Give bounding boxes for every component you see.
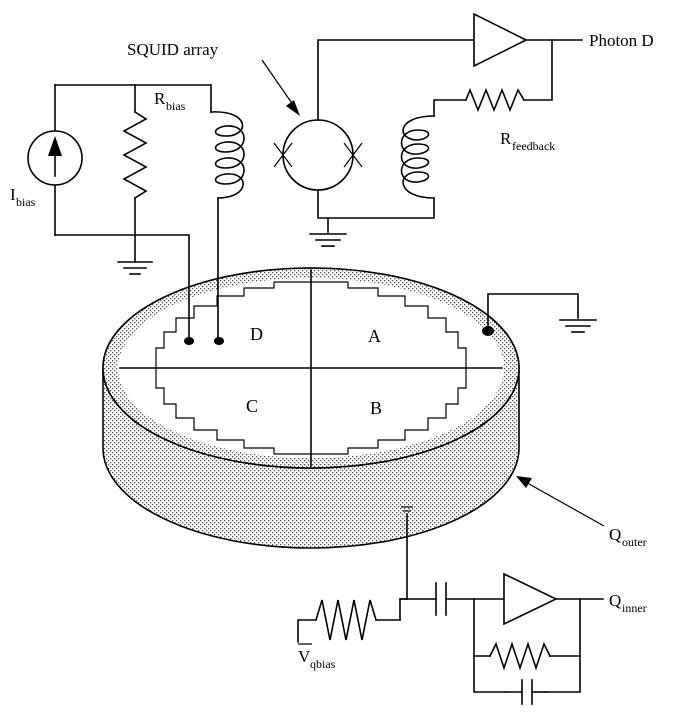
q-outer-arrow [516, 476, 532, 488]
label-r-bias: R bias [154, 89, 186, 113]
charge-readout-circuit [297, 513, 604, 705]
svg-text:Q: Q [609, 591, 621, 610]
svg-text:qbias: qbias [310, 657, 336, 671]
input-coil [210, 111, 245, 199]
squid-array [261, 39, 475, 247]
label-squid-array: SQUID array [127, 40, 219, 59]
svg-text:R: R [154, 89, 166, 108]
charge-amplifier [503, 572, 558, 626]
bias-circuit [27, 84, 245, 342]
svg-text:R: R [500, 129, 512, 148]
quadrant-label-d: D [250, 324, 263, 344]
label-v-qbias: V qbias [298, 643, 336, 671]
svg-text:outer: outer [622, 535, 647, 549]
svg-text:bias: bias [166, 99, 186, 113]
r-qbias-resistor [315, 599, 377, 641]
label-i-bias: I bias [10, 185, 36, 209]
ground-icon-rim [559, 319, 597, 333]
current-arrow-icon [48, 136, 62, 156]
contact-dot-right [214, 337, 224, 345]
quadrant-label-c: C [246, 396, 258, 416]
squid-loop [282, 119, 354, 191]
svg-text:V: V [298, 647, 311, 666]
squid-pointer-arrow [286, 100, 300, 116]
svg-text:feedback: feedback [512, 139, 555, 153]
svg-text:Q: Q [609, 525, 621, 544]
r-feedback-resistor [464, 87, 526, 113]
feedback-coil [400, 115, 435, 199]
ground-icon-bias [117, 261, 153, 275]
ground-icon-squid [309, 233, 347, 247]
label-photon-d: Photon D [589, 31, 654, 50]
quadrant-label-b: B [370, 398, 382, 418]
r-charge-feedback-resistor [488, 641, 552, 671]
svg-text:Photon D: Photon D [589, 31, 654, 50]
label-q-outer: Q outer [609, 525, 647, 549]
svg-text:inner: inner [622, 601, 647, 615]
quadrant-label-a: A [368, 326, 381, 346]
label-q-inner: Q inner [609, 591, 647, 615]
svg-text:I: I [10, 185, 16, 204]
label-r-feedback: R feedback [500, 129, 555, 153]
r-bias-resistor [122, 110, 148, 200]
squid-amplifier [473, 12, 528, 68]
detector-disk: D A C B [102, 267, 520, 549]
svg-text:bias: bias [16, 195, 36, 209]
